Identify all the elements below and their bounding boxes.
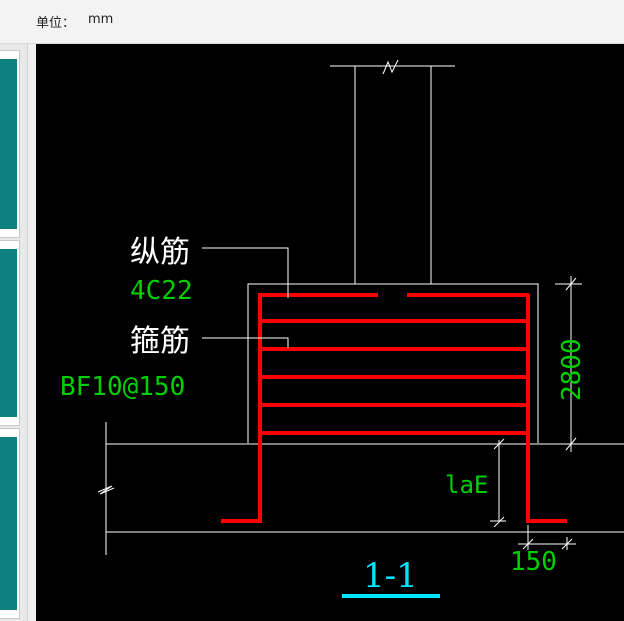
- section-drawing: 纵筋 4C22 箍筋 BF10@150 2800 laE 150 1-1: [60, 59, 624, 598]
- right-longitudinal-bar: [526, 294, 567, 523]
- anchorage-dimension: [490, 438, 506, 528]
- bottom-dimension-text: 150: [510, 547, 557, 577]
- slab-outline: [97, 422, 624, 555]
- thumbnail-3-swatch: [0, 437, 17, 610]
- long-rebar-leader: [202, 247, 289, 298]
- thumbnail-3[interactable]: [0, 428, 20, 619]
- long-rebar-spec: 4C22: [130, 276, 193, 306]
- bottom-dimension: [518, 525, 576, 550]
- drawing-canvas[interactable]: 纵筋 4C22 箍筋 BF10@150 2800 laE 150 1-1: [36, 44, 624, 621]
- stirrup-spec: BF10@150: [60, 372, 185, 402]
- unit-value: mm: [88, 12, 114, 27]
- unit-label: 单位：: [36, 16, 76, 31]
- thumbnail-panel: [0, 44, 28, 621]
- rebar-group: [221, 293, 567, 523]
- toolbar: 单位： mm: [0, 0, 624, 44]
- thumbnail-1-swatch: [0, 59, 17, 229]
- beam-outline: [247, 283, 539, 443]
- anchorage-label: laE: [445, 471, 488, 499]
- height-dimension-text: 2800: [557, 338, 587, 401]
- stirrup-leader: [202, 337, 289, 348]
- long-rebar-label: 纵筋: [130, 235, 190, 270]
- leader-lines: [202, 247, 289, 348]
- thumbnail-1[interactable]: [0, 50, 20, 238]
- thumbnail-2[interactable]: [0, 240, 20, 426]
- thumbnail-2-swatch: [0, 249, 17, 417]
- column-outline: [330, 59, 455, 284]
- stirrup-label: 箍筋: [130, 324, 190, 359]
- height-dimension: [555, 276, 582, 452]
- section-title: 1-1: [363, 556, 418, 596]
- left-longitudinal-bar: [221, 294, 262, 523]
